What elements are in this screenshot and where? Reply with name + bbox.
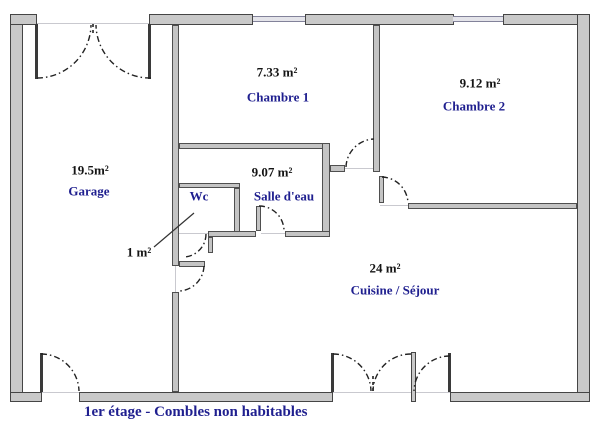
window [253, 16, 305, 22]
wall-garage-upper [172, 25, 179, 266]
threshold-line [380, 205, 408, 206]
door-arc-french-right [372, 353, 412, 392]
garage-name-label: Garage [68, 183, 110, 199]
door-arc-salle-eau [258, 205, 285, 231]
wall-hall-stub [330, 165, 345, 172]
wc-area-label: 1 m² [126, 244, 152, 260]
door-arc-wc [183, 233, 207, 258]
outer-wall-top-b [305, 14, 454, 25]
door-arc-chambre1 [345, 138, 375, 168]
outer-wall-bottom-a [10, 392, 42, 402]
threshold-line [333, 392, 450, 393]
door-pier [411, 352, 416, 402]
wall-wc-door-stub [208, 237, 213, 253]
outer-wall-top-corner [10, 14, 37, 25]
door-arc-french-left [332, 353, 372, 392]
wall-chambre-divider [373, 25, 380, 172]
outer-wall-bottom-b [79, 392, 333, 402]
door-arc-garage-double-right [95, 24, 152, 79]
threshold-line [42, 392, 79, 393]
cuisine-area-label: 24 m² [369, 260, 401, 276]
threshold-line [37, 23, 150, 24]
threshold-line [179, 233, 208, 234]
salle-eau-name-label: Salle d'eau [253, 188, 315, 204]
door-leaf-garage-double-right [148, 24, 151, 79]
wall-salle-eau-south-a [208, 231, 256, 237]
door-leaf-french-left [331, 353, 334, 392]
chambre2-area-label: 9.12 m² [459, 75, 501, 91]
door-leaf-chambre2 [379, 176, 384, 203]
outer-wall-left [10, 14, 23, 402]
door-arc-bottom-left [40, 353, 80, 392]
door-arc-garage-double-left [36, 24, 92, 79]
door-leaf-bottom-right [448, 353, 451, 392]
door-arc-chambre2 [381, 176, 409, 204]
threshold-line [175, 266, 176, 292]
wall-chambre2-south [408, 203, 577, 209]
cuisine-name-label: Cuisine / Séjour [350, 282, 440, 298]
door-leaf-garage-side [179, 261, 205, 267]
outer-wall-bottom-c [450, 392, 590, 402]
chambre1-name-label: Chambre 1 [246, 89, 310, 105]
outer-wall-right [577, 14, 590, 402]
door-leaf-bottom-left [40, 353, 43, 392]
door-leaf-garage-double-left [35, 24, 38, 79]
threshold-line [345, 168, 373, 169]
door-leaf-salle-eau [256, 206, 261, 231]
door-arc-bottom-right [413, 355, 451, 392]
plan-caption: 1er étage - Combles non habitables [84, 404, 308, 420]
wall-garage-lower [172, 292, 179, 392]
wall-wc-north [179, 183, 240, 188]
wall-chambre1-south [179, 143, 330, 149]
chambre1-area-label: 7.33 m² [256, 64, 298, 80]
threshold-line [261, 233, 285, 234]
door-arc-garage-side [178, 265, 205, 292]
salle-eau-area-label: 9.07 m² [251, 164, 293, 180]
outer-wall-top-a [149, 14, 253, 25]
garage-area-label: 19.5m² [71, 162, 109, 178]
window [453, 16, 503, 22]
wall-salle-eau-east [322, 143, 330, 237]
wall-salle-eau-south-b [285, 231, 330, 237]
chambre2-name-label: Chambre 2 [442, 98, 506, 114]
wall-wc-east [234, 188, 240, 237]
wc-name-label: Wc [189, 188, 209, 204]
